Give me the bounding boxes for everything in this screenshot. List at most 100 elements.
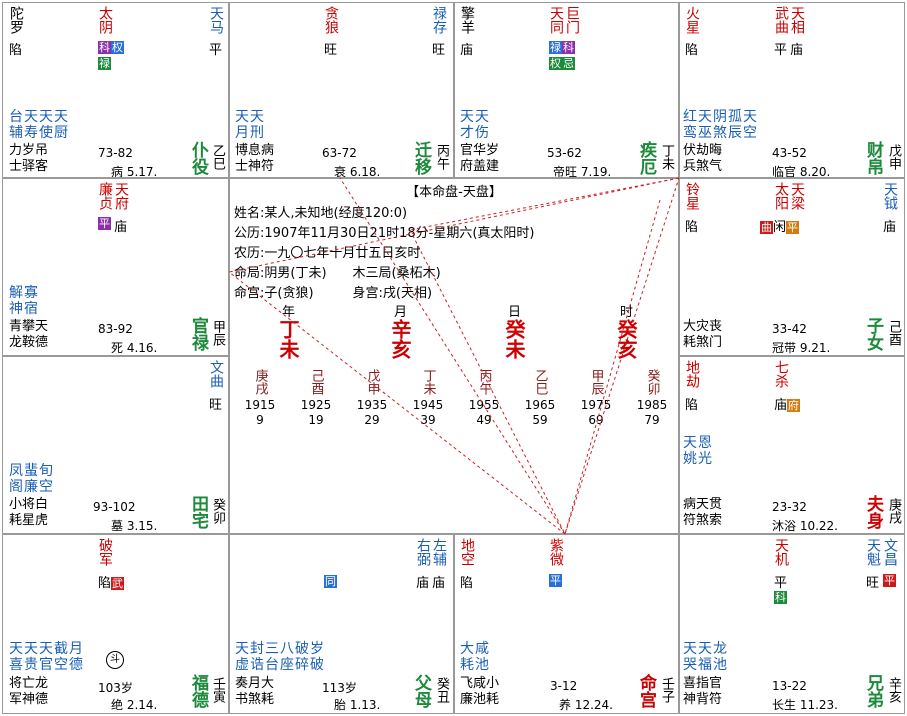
palace-name: 仆役 (188, 141, 208, 175)
tag-ke: 科 (774, 591, 787, 604)
tag-lu: 禄 (98, 57, 111, 70)
tag-ke: 科 (98, 41, 111, 54)
age-range: 83-92 (98, 322, 133, 336)
hua-tags: 同 (324, 573, 337, 589)
tag-fu: 府 (787, 399, 801, 412)
star-wuqu: 武曲 (773, 6, 789, 34)
palace-shen[interactable]: 火星 陷 武曲 平 天相 庙 红天阴孤天 鸾巫煞辰空 伏劫晦 兵煞气 43-52… (679, 2, 905, 178)
age-range: 53-62 (547, 146, 582, 160)
life-stage: 沐浴 10.22. (772, 519, 838, 533)
palace-ganzhi: 甲辰 (210, 320, 225, 346)
palace-name: 财帛 (863, 141, 883, 175)
hua-tags: 平 (549, 572, 562, 588)
hua-tags: 陷武 (98, 572, 125, 591)
age-range: 103岁 (98, 681, 133, 695)
minor-stars: 红天阴孤天 鸾巫煞辰空 (683, 109, 758, 141)
hua-tags: 禄科 权忌 (549, 39, 575, 71)
hua-tags: 庙府 (774, 394, 801, 413)
star-taiyang: 太阳 (773, 182, 789, 210)
palace-zi[interactable]: 地空 陷 紫微 平 大咸 耗池 飞咸小 廉池耗 3-12 养 12.24. 命宫… (454, 534, 679, 714)
brightness-zuofu: 庙 (432, 576, 446, 591)
life-stage: 病 5.17. (111, 165, 158, 178)
tag-ping: 平 (98, 217, 111, 230)
life-stage: 绝 2.14. (111, 698, 158, 712)
palace-name: 田宅 (188, 495, 208, 529)
brightness-tiankui: 旺 (866, 576, 880, 591)
decade-year: 1965 (524, 398, 556, 412)
pillar-label-day: 日 (508, 305, 522, 320)
tag-ke: 科 (562, 41, 575, 54)
star-dikong: 地空 (459, 538, 475, 566)
chart-title: 【本命盘-天盘】 (406, 185, 502, 200)
palace-name: 官禄 (188, 317, 208, 351)
hua-tags-wenchang: 平 (883, 572, 896, 588)
palace-hai[interactable]: 天机 平 科 天魁 旺 文昌 平 天天龙 哭福池 喜指官 神背符 13-22 长… (679, 534, 905, 714)
palace-wu[interactable]: 贪狼 旺 禄存 旺 天天 月刑 博息病 士神符 63-72 衰 6.18. 迁移… (229, 2, 454, 178)
pillar-year: 丁未 (276, 319, 300, 359)
life-stage: 长生 11.23. (772, 698, 838, 712)
palace-wei[interactable]: 擎羊 庙 天同 巨门 禄科 权忌 天天 才伤 官华岁 府盖建 53-62 帝旺 … (454, 2, 679, 178)
minor-stars: 天天天截月 喜贵官空德 (9, 641, 84, 673)
decade-ganzhi: 癸卯 (644, 369, 660, 395)
star-qisha: 七杀 (773, 360, 789, 388)
age-range: 73-82 (98, 146, 133, 160)
palace-si[interactable]: 陀罗 陷 太阴 科权 禄 天马 平 台天天天 辅寿使厨 力岁吊 士驿客 73-8… (2, 2, 229, 178)
decade-ganzhi: 丙午 (476, 369, 492, 395)
decade-age: 59 (532, 413, 548, 427)
palace-name: 父母 (411, 674, 431, 708)
palace-name: 福德 (188, 674, 208, 708)
year-gods: 博息病 士神符 (235, 143, 275, 174)
tag-ping: 平 (786, 221, 800, 234)
palace-ganzhi: 癸卯 (210, 498, 225, 524)
palace-name: 疾厄 (636, 141, 656, 175)
hua-tags: 曲闲平 (760, 216, 800, 235)
life-stage: 养 12.24. (559, 698, 613, 712)
minor-stars: 天天龙 哭福池 (683, 641, 728, 673)
center-panel: 【本命盘-天盘】 姓名:某人,未知地(经度120:0) 公历:1907年11月3… (229, 178, 679, 534)
palace-you[interactable]: 铃星 陷 太阳 天梁 曲闲平 天钺 庙 大灾丧 耗煞门 33-42 冠带 9.2… (679, 178, 905, 356)
palace-ganzhi: 辛亥 (886, 677, 901, 703)
minor-stars: 天天 月刑 (235, 109, 265, 141)
age-range: 23-32 (772, 500, 807, 514)
palace-ganzhi: 丙午 (434, 144, 449, 170)
palace-chou[interactable]: 同 右弼 庙 左辅 庙 天封三八破岁 虚诰台座碎破 奏月大 书煞耗 113岁 胎… (229, 534, 454, 714)
star-wenchang: 文昌 (882, 538, 898, 566)
life-stage: 死 4.16. (111, 341, 158, 355)
brightness-qisha: 庙 (774, 398, 788, 413)
palace-name: 迁移 (411, 141, 431, 175)
brightness-youbi: 庙 (416, 576, 430, 591)
star-lingxing: 铃星 (684, 182, 700, 210)
brightness-wenqu: 旺 (209, 398, 223, 413)
year-gods: 飞咸小 廉池耗 (460, 676, 500, 707)
decade-year: 1945 (412, 398, 444, 412)
star-tiankui: 天魁 (865, 538, 881, 566)
palace-mao[interactable]: 文曲 旺 凤蜚旬 阁廉空 小将白 耗星虎 93-102 墓 3.15. 田宅 癸… (2, 356, 229, 534)
decade-year: 1955 (468, 398, 500, 412)
palace-name: 夫身 (863, 495, 883, 529)
palace-name: 命宫 (636, 674, 656, 708)
palace-xu[interactable]: 地劫 陷 七杀 庙府 天恩 姚光 病天贯 符煞索 23-32 沐浴 10.22.… (679, 356, 905, 534)
tag-qu: 曲 (760, 221, 773, 234)
palace-chen[interactable]: 廉贞 天府 平 庙 解寡 神宿 青攀天 龙鞍德 83-92 死 4.16. 官禄… (2, 178, 229, 356)
brightness-tianyue: 庙 (883, 220, 897, 235)
brightness-tianfu: 庙 (114, 220, 128, 235)
palace-ganzhi: 庚戌 (886, 498, 901, 524)
palace-yin[interactable]: 破军 陷武 天天天截月 喜贵官空德 斗 将亡龙 军神德 103岁 绝 2.14.… (2, 534, 229, 714)
pillar-label-month: 月 (394, 305, 408, 320)
palace-ganzhi: 戊申 (886, 144, 901, 170)
life-stage: 墓 3.15. (111, 519, 158, 533)
brightness-lingxing: 陷 (685, 220, 699, 235)
tag-lu: 禄 (549, 41, 562, 54)
minor-stars: 台天天天 辅寿使厨 (9, 109, 69, 141)
brightness-tianji: 平 (774, 576, 788, 591)
hua-tags: 科 (774, 589, 787, 605)
star-zuofu: 左辅 (431, 538, 447, 566)
year-gods: 将亡龙 军神德 (9, 676, 49, 707)
decade-year: 1915 (244, 398, 276, 412)
